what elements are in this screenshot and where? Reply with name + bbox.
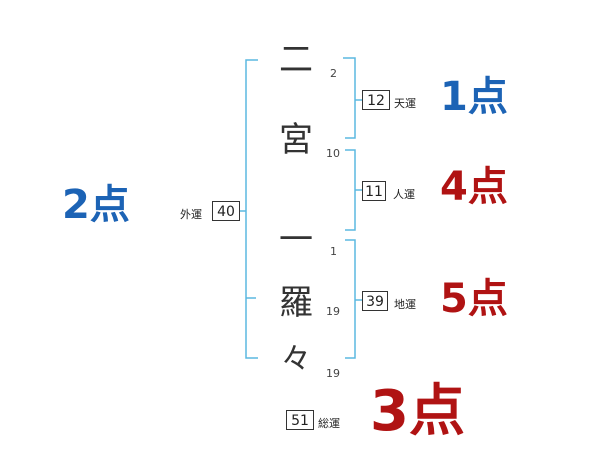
chikaku-value-box: 39 <box>362 291 388 311</box>
chikaku-label: 地運 <box>394 298 416 311</box>
outer-bracket <box>245 59 258 359</box>
gaikaku-label: 外運 <box>180 208 202 221</box>
jinkaku-label: 人運 <box>393 188 415 201</box>
gaikaku-value-box: 40 <box>212 201 240 221</box>
name-char-3: 一 <box>279 220 313 260</box>
name-char-4: 羅 <box>279 283 313 323</box>
tenkaku-score: 1点 <box>440 74 508 120</box>
jinkaku-bracket <box>345 149 356 231</box>
soukaku-label: 総運 <box>318 417 340 430</box>
chikaku-bracket <box>345 239 356 359</box>
tenkaku-bracket <box>343 57 356 139</box>
stroke-count-1: 2 <box>330 67 337 80</box>
stroke-count-5: 19 <box>326 367 340 380</box>
gaikaku-score: 2点 <box>62 182 130 228</box>
stroke-count-4: 19 <box>326 305 340 318</box>
name-char-5: 々 <box>281 342 311 377</box>
jinkaku-value-box: 11 <box>362 181 386 201</box>
jinkaku-score: 4点 <box>440 164 508 210</box>
stroke-count-2: 10 <box>326 147 340 160</box>
chikaku-score: 5点 <box>440 276 508 322</box>
stroke-count-3: 1 <box>330 245 337 258</box>
name-char-1: 二 <box>279 40 313 80</box>
tenkaku-label: 天運 <box>394 97 416 110</box>
tenkaku-value-box: 12 <box>362 90 390 110</box>
soukaku-score: 3点 <box>370 379 465 444</box>
name-char-2: 宮 <box>279 120 313 160</box>
soukaku-value-box: 51 <box>286 410 314 430</box>
